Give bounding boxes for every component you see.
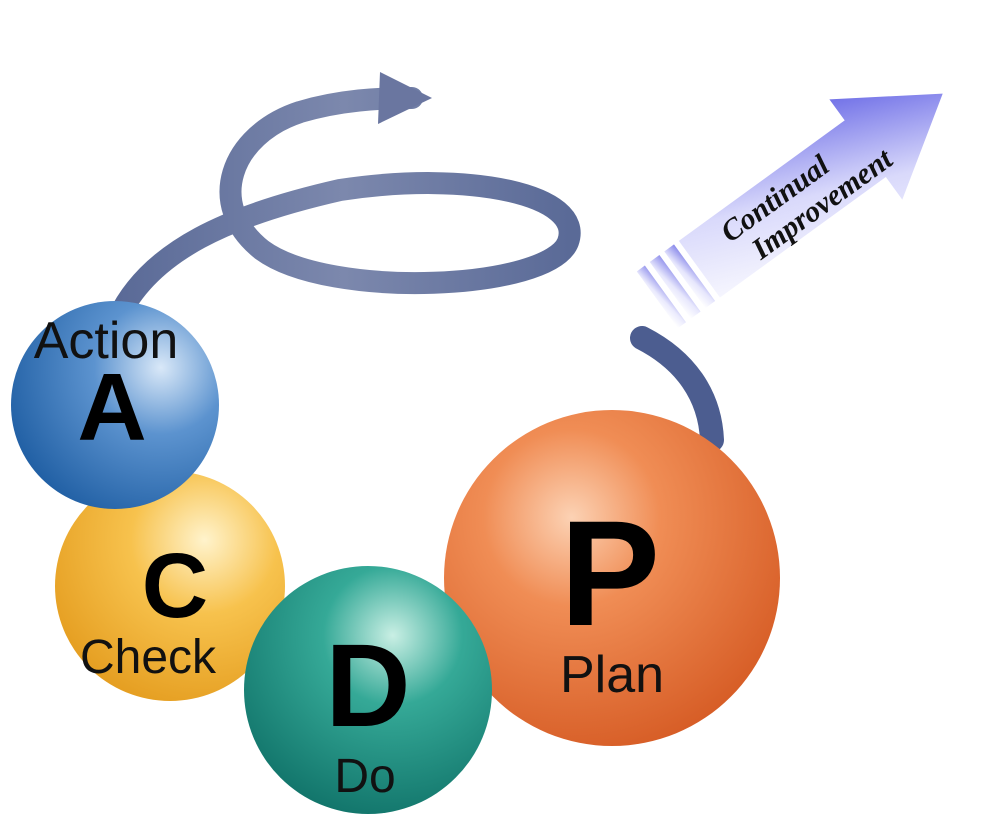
action-sphere — [11, 301, 219, 509]
do-letter: D — [325, 620, 410, 752]
check-ball: C Check — [55, 471, 285, 701]
action-label: Action — [34, 312, 179, 370]
check-label: Check — [80, 631, 217, 684]
action-ball: A Action — [11, 301, 219, 509]
plan-label: Plan — [560, 646, 664, 704]
swirl-loop — [107, 87, 581, 329]
plan-ball: P Plan — [444, 410, 780, 746]
do-sphere — [244, 566, 492, 814]
check-sphere — [55, 471, 285, 701]
arrow-stripe — [636, 265, 687, 329]
continual-improvement-arrow: Continual Improvement — [636, 93, 943, 329]
do-ball: D Do — [244, 566, 492, 814]
do-label: Do — [334, 750, 395, 803]
plan-sphere — [444, 410, 780, 746]
arrow-body — [678, 93, 943, 298]
return-arc — [630, 326, 724, 452]
plan-letter: P — [560, 489, 660, 657]
swirl-arrowhead — [378, 72, 432, 124]
action-letter: A — [77, 354, 146, 461]
check-letter: C — [142, 535, 208, 637]
arrow-stripe — [649, 254, 701, 319]
arrow-stripe — [664, 244, 716, 309]
swirl-arrow — [107, 72, 724, 452]
